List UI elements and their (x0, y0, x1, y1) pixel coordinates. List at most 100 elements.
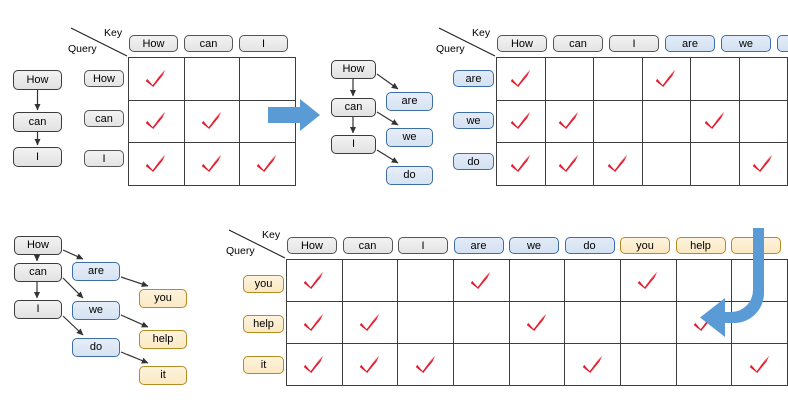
matrix-cell-can-I[interactable] (239, 99, 296, 143)
corner-key-label: Key (472, 27, 491, 39)
matrix-cell-are-we[interactable] (690, 57, 740, 101)
matrix-cell-we-we[interactable] (690, 99, 740, 143)
matrix-cell-it-it[interactable] (731, 343, 788, 386)
matrix-cell-it-How[interactable] (286, 343, 343, 386)
check-icon (129, 101, 184, 143)
check-icon (497, 143, 545, 185)
corner-key-label: Key (262, 229, 281, 241)
matrix-cell-you-can[interactable] (341, 259, 399, 302)
matrix-cell-you-do[interactable] (564, 259, 621, 302)
tree2-node-we: we (386, 128, 433, 147)
matrix-cell-are-are[interactable] (641, 57, 691, 101)
table-row (286, 301, 788, 344)
matrix-cell-it-are[interactable] (452, 343, 510, 386)
matrix-cell-we-I[interactable] (593, 99, 643, 143)
matrix-cell-do-do[interactable] (738, 142, 788, 186)
matrix-cell-we-do[interactable] (738, 99, 788, 143)
matrix3-col-you: you (620, 237, 670, 254)
matrix-cell-help-I[interactable] (397, 301, 454, 344)
matrix2-row-are: are (453, 70, 494, 87)
matrix1-grid (128, 57, 296, 186)
matrix3-col-i: I (398, 237, 448, 254)
matrix-cell-it-help[interactable] (675, 343, 733, 386)
matrix-cell-you-it[interactable] (731, 259, 788, 302)
matrix-cell-help-How[interactable] (286, 301, 343, 344)
matrix1-row-i: I (84, 150, 124, 167)
matrix-cell-do-I[interactable] (593, 142, 643, 186)
matrix-cell-help-are[interactable] (452, 301, 510, 344)
matrix-cell-it-you[interactable] (619, 343, 677, 386)
matrix-cell-you-I[interactable] (397, 259, 454, 302)
tree3-node-help: help (139, 330, 187, 349)
matrix-cell-we-How[interactable] (496, 99, 546, 143)
corner-query-label: Query (68, 43, 97, 55)
check-icon (546, 143, 594, 185)
matrix-cell-How-How[interactable] (128, 57, 185, 101)
matrix-cell-help-can[interactable] (341, 301, 399, 344)
matrix-cell-you-are[interactable] (452, 259, 510, 302)
matrix3-col-it: it (731, 237, 781, 254)
matrix-cell-can-How[interactable] (128, 99, 185, 143)
matrix-cell-help-help[interactable] (675, 301, 733, 344)
matrix-cell-it-do[interactable] (564, 343, 621, 386)
matrix-cell-you-you[interactable] (619, 259, 677, 302)
check-icon (454, 260, 509, 301)
matrix-cell-help-it[interactable] (731, 301, 788, 344)
matrix-cell-you-help[interactable] (675, 259, 733, 302)
matrix1-row-can: can (84, 110, 124, 127)
matrix3-col-how: How (287, 237, 337, 254)
corner-query-label: Query (226, 245, 255, 257)
matrix1-row-how: How (84, 70, 124, 87)
matrix-cell-you-How[interactable] (286, 259, 343, 302)
matrix-cell-help-do[interactable] (564, 301, 621, 344)
check-icon (732, 344, 787, 385)
matrix-cell-it-I[interactable] (397, 343, 454, 386)
matrix-cell-are-can[interactable] (544, 57, 594, 101)
matrix3-col-we: we (509, 237, 559, 254)
matrix-cell-How-can[interactable] (183, 57, 240, 101)
matrix3-col-do: do (564, 237, 615, 254)
matrix-cell-I-How[interactable] (128, 142, 185, 186)
check-icon (497, 101, 545, 143)
matrix-cell-do-we[interactable] (690, 142, 740, 186)
matrix1-corner: Key Query (68, 26, 128, 57)
matrix-cell-it-we[interactable] (508, 343, 566, 386)
check-icon (565, 344, 620, 385)
matrix1-col-i: I (239, 35, 288, 52)
check-icon (740, 143, 788, 185)
tree3-node-it: it (139, 366, 187, 385)
matrix-cell-we-are[interactable] (641, 99, 691, 143)
matrix-cell-you-we[interactable] (508, 259, 566, 302)
tree3-node-we: we (72, 301, 120, 320)
matrix2-grid (496, 57, 788, 186)
matrix2-col-do: do (777, 35, 788, 52)
matrix-cell-we-can[interactable] (544, 99, 594, 143)
matrix-cell-help-we[interactable] (508, 301, 566, 344)
tree2-node-are: are (386, 92, 433, 111)
matrix3-col-are: are (453, 237, 504, 254)
matrix3-col-help: help (675, 237, 726, 254)
matrix-cell-help-you[interactable] (619, 301, 677, 344)
matrix-cell-I-can[interactable] (183, 142, 240, 186)
matrix-cell-I-I[interactable] (239, 142, 296, 186)
matrix3-grid (286, 259, 788, 386)
matrix1-col-can: can (184, 35, 233, 52)
matrix2-row-we: we (453, 112, 494, 129)
tree3-node-can: can (14, 263, 62, 282)
check-icon (287, 260, 342, 301)
matrix-cell-do-How[interactable] (496, 142, 546, 186)
matrix-cell-do-are[interactable] (641, 142, 691, 186)
matrix-cell-do-can[interactable] (544, 142, 594, 186)
check-icon (129, 58, 184, 100)
matrix2-col-can: can (553, 35, 603, 52)
matrix-cell-How-I[interactable] (239, 57, 296, 101)
matrix3-row-help: help (243, 315, 284, 333)
matrix-cell-can-can[interactable] (183, 99, 240, 143)
check-icon (287, 344, 342, 385)
matrix-cell-it-can[interactable] (341, 343, 399, 386)
tree3-node-do: do (72, 338, 120, 357)
matrix-cell-are-do[interactable] (738, 57, 788, 101)
matrix-cell-are-How[interactable] (496, 57, 546, 101)
matrix-cell-are-I[interactable] (593, 57, 643, 101)
chain-node-how: How (13, 70, 62, 90)
